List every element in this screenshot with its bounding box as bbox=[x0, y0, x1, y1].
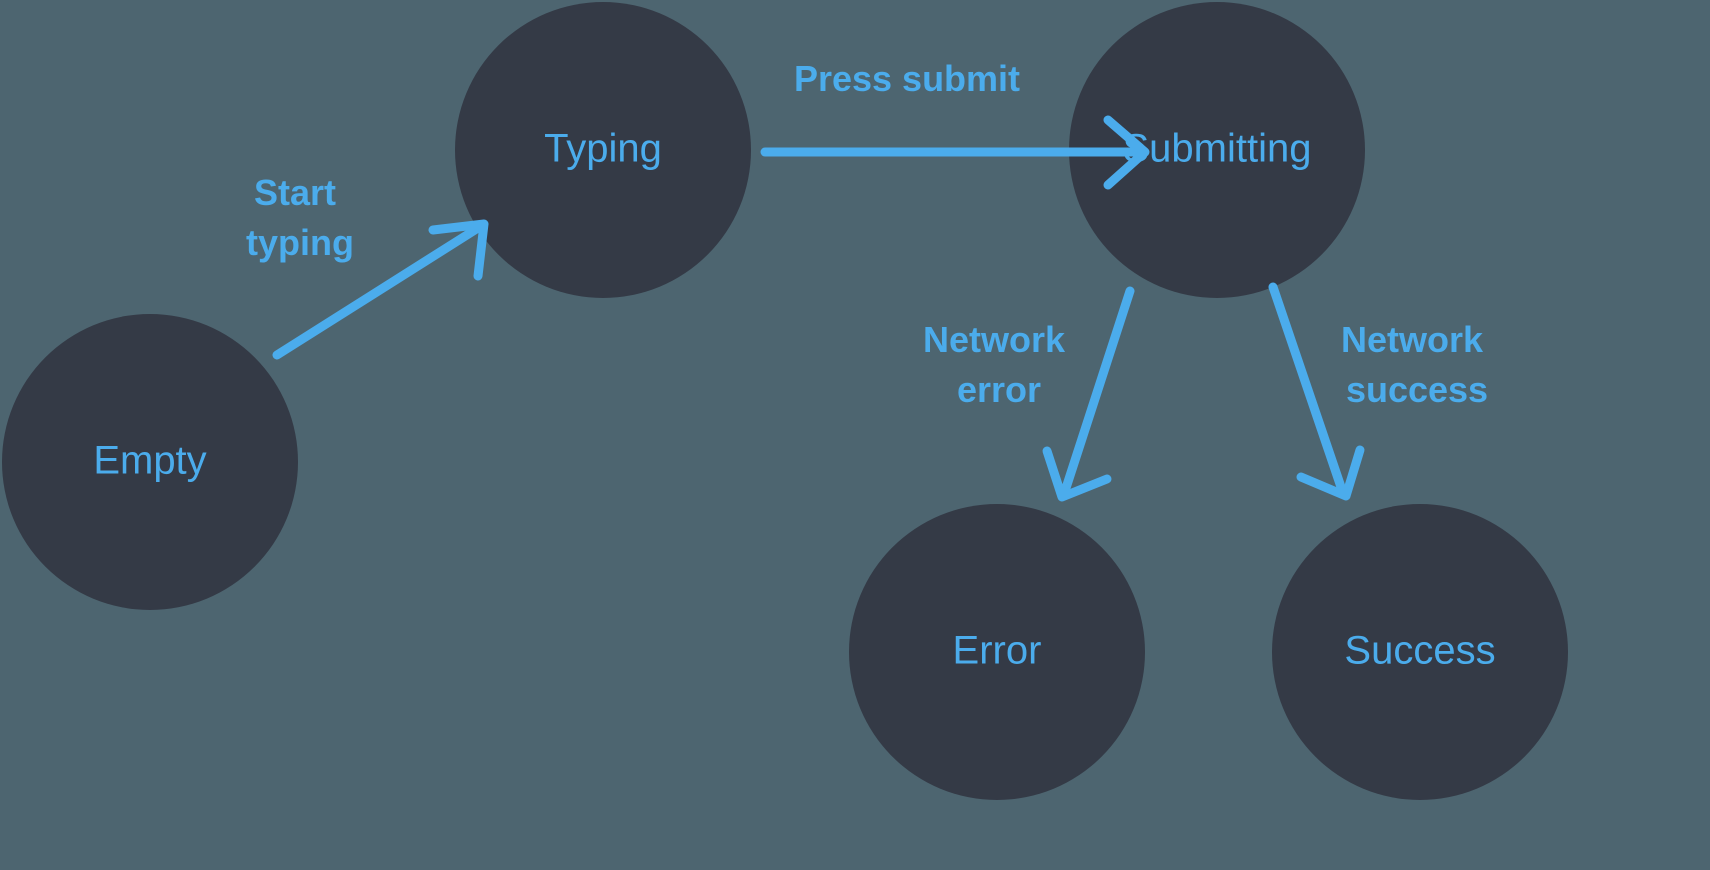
edge-network-success-label: Network success bbox=[1341, 319, 1493, 410]
node-submitting-label: Submitting bbox=[1123, 127, 1312, 171]
node-submitting[interactable]: Submitting bbox=[1069, 2, 1365, 298]
node-empty-label: Empty bbox=[93, 439, 206, 483]
node-success-circle[interactable] bbox=[1272, 504, 1568, 800]
edge-network-error-label: Network error bbox=[923, 319, 1075, 410]
edge-label-line: Network bbox=[923, 319, 1066, 360]
edge-start-typing-label: Start typing bbox=[246, 172, 354, 263]
edge-network-error-line bbox=[1061, 286, 1135, 493]
edge-label-line: Press submit bbox=[794, 58, 1020, 99]
edge-start-typing-line bbox=[272, 223, 483, 360]
edge-press-submit: Press submit bbox=[760, 58, 1150, 190]
edge-start-typing: Start typing bbox=[246, 172, 489, 360]
edge-network-error: Network error bbox=[923, 286, 1135, 502]
edge-label-line: Start bbox=[254, 172, 336, 213]
edge-label-line: Network bbox=[1341, 319, 1484, 360]
node-submitting-circle[interactable] bbox=[1069, 2, 1365, 298]
node-success[interactable]: Success bbox=[1272, 504, 1568, 800]
node-typing-label: Typing bbox=[544, 127, 662, 171]
edge-start-typing-arrowhead bbox=[428, 219, 489, 281]
node-typing[interactable]: Typing bbox=[455, 2, 751, 298]
node-empty[interactable]: Empty bbox=[2, 314, 298, 610]
edge-label-line: error bbox=[957, 369, 1041, 410]
node-typing-circle[interactable] bbox=[455, 2, 751, 298]
node-error[interactable]: Error bbox=[849, 504, 1145, 800]
edge-press-submit-arrowhead bbox=[1103, 115, 1150, 190]
edge-label-line: success bbox=[1346, 369, 1488, 410]
node-error-label: Error bbox=[953, 629, 1042, 673]
edge-network-success: Network success bbox=[1268, 282, 1493, 501]
edge-network-success-arrowhead bbox=[1296, 445, 1365, 501]
node-empty-circle[interactable] bbox=[2, 314, 298, 610]
node-success-label: Success bbox=[1344, 629, 1495, 673]
edge-network-error-arrowhead bbox=[1042, 446, 1112, 502]
edge-press-submit-label: Press submit bbox=[794, 58, 1020, 99]
node-error-circle[interactable] bbox=[849, 504, 1145, 800]
edge-network-success-line bbox=[1268, 282, 1346, 492]
edge-label-line: typing bbox=[246, 222, 354, 263]
